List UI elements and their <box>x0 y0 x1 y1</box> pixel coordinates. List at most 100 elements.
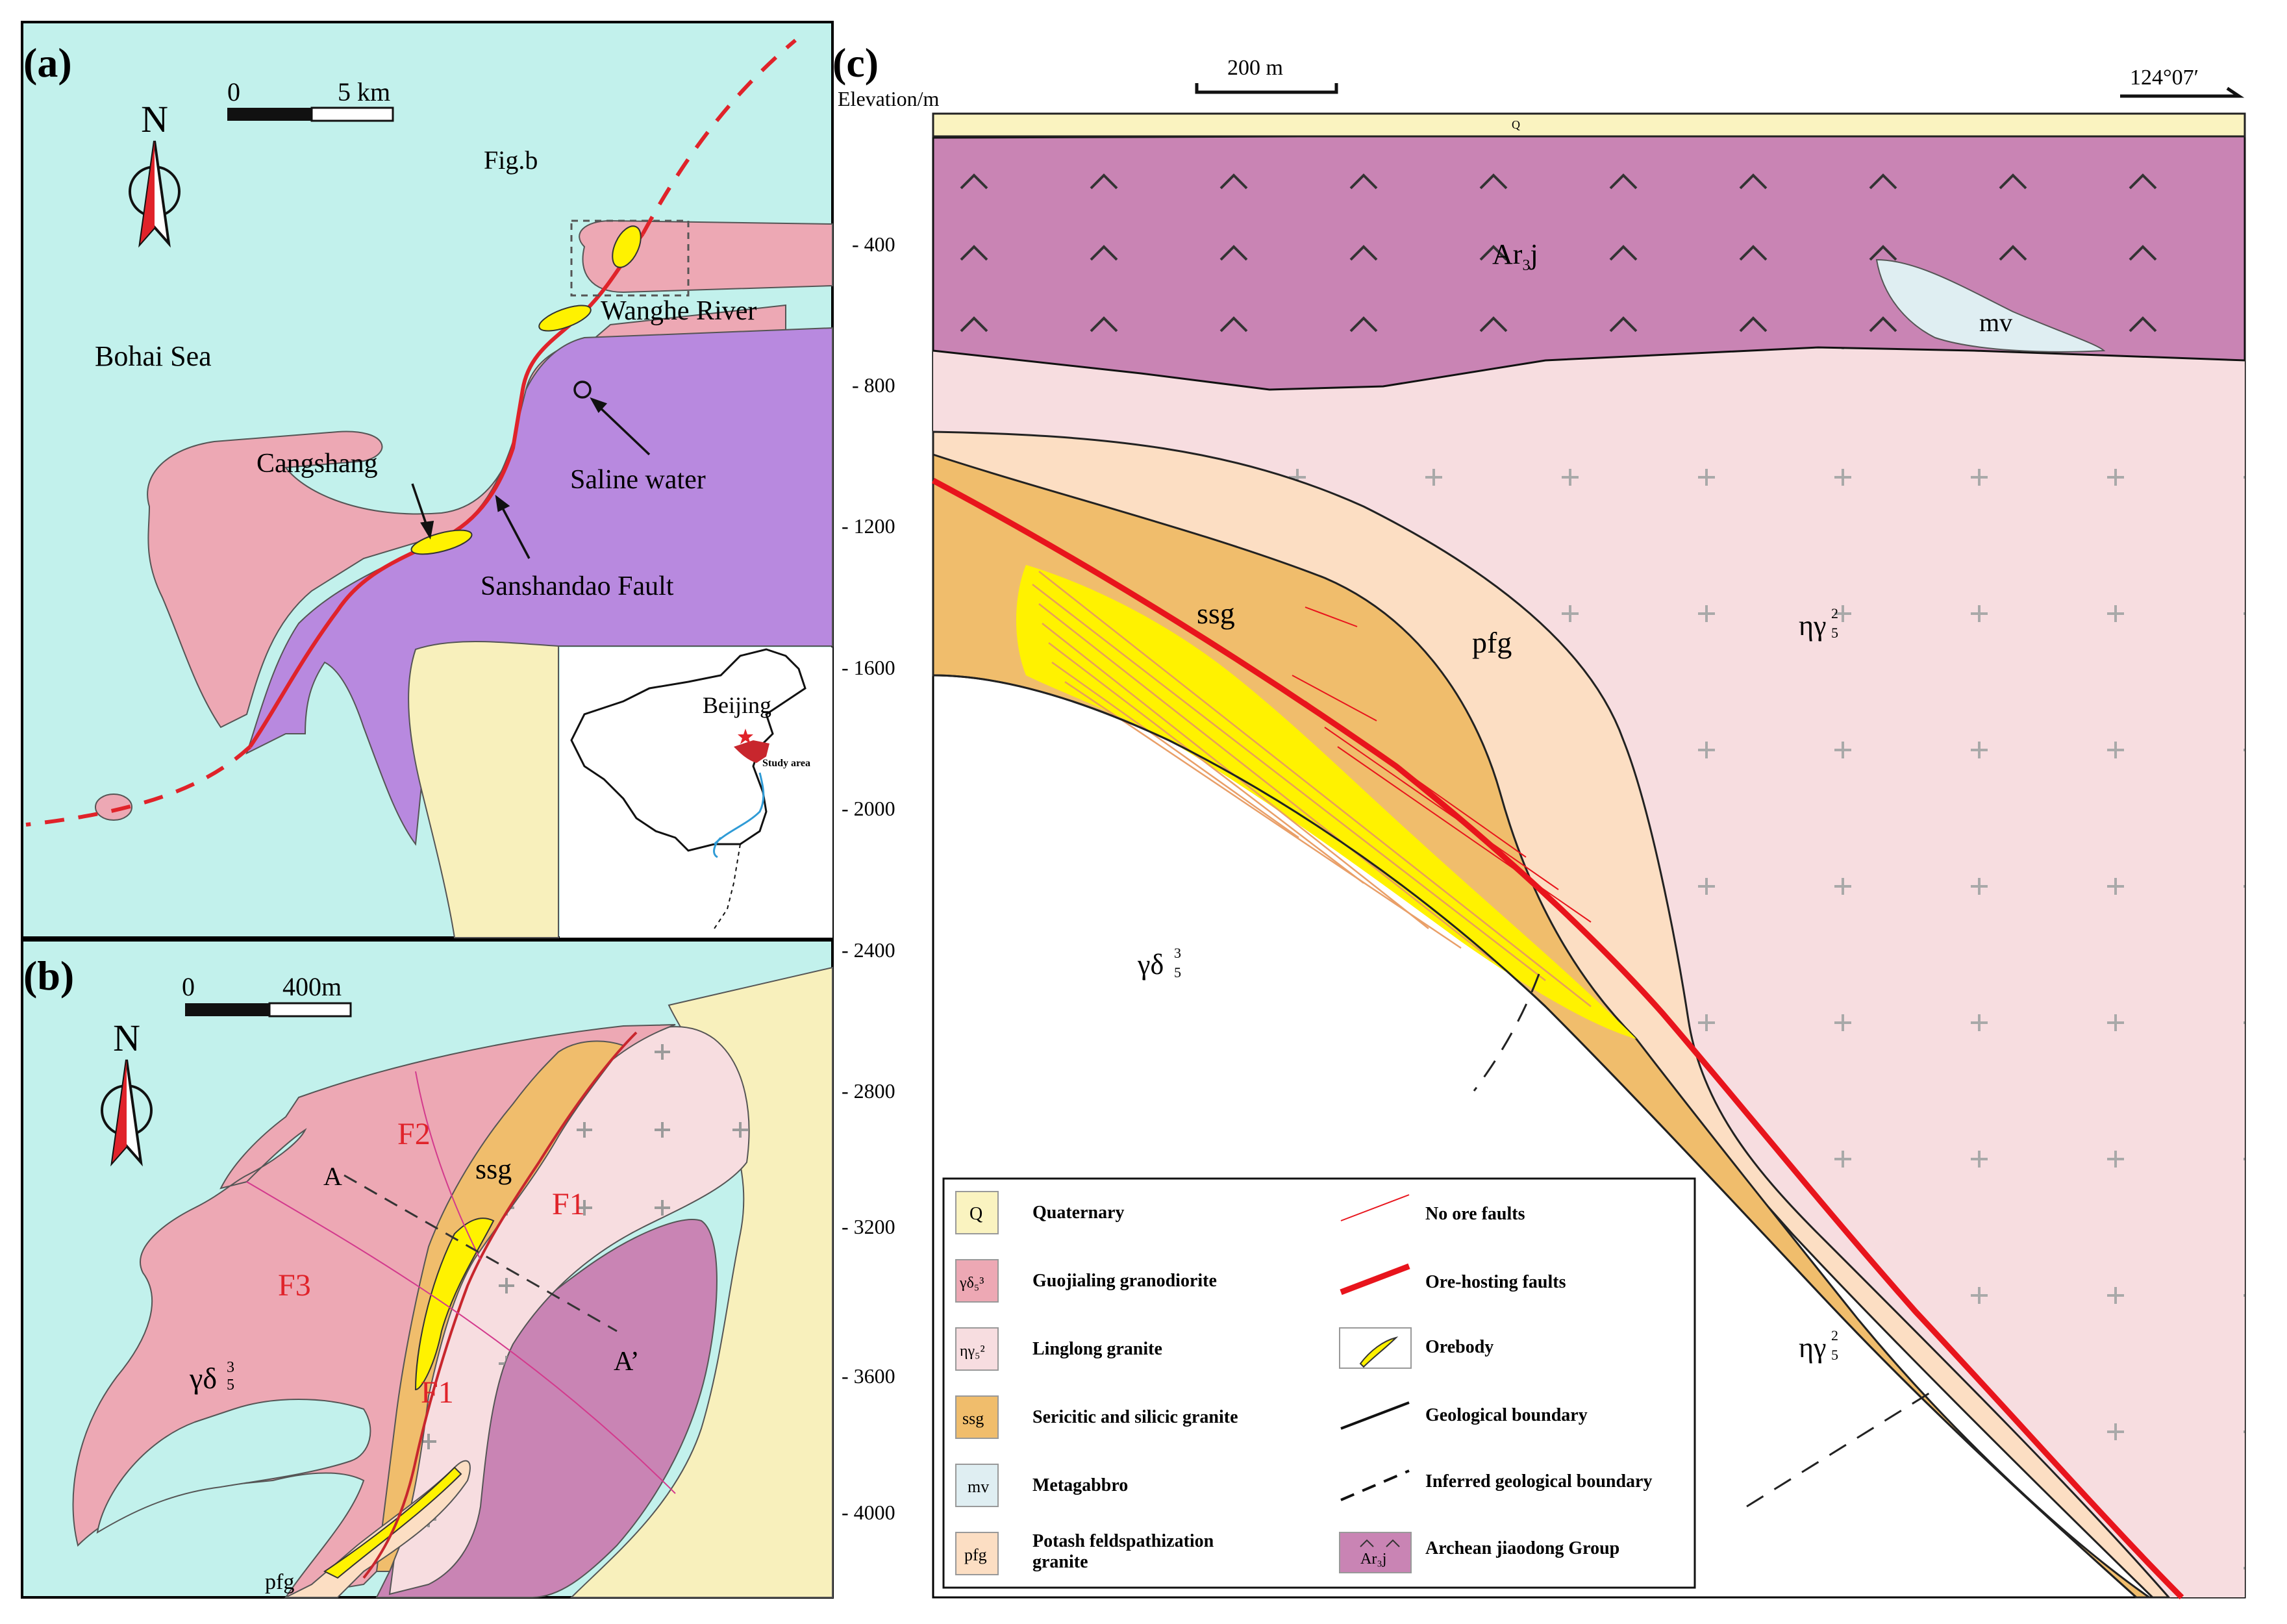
panel-c-granodiorite-label: γδ 3 5 <box>1137 945 1181 981</box>
legend-label-pfg: Potash feldspathization <box>1032 1531 1214 1551</box>
panel-c-pfg: pfg <box>1472 626 1512 659</box>
legend-symbol-pfg: pfg <box>964 1545 987 1564</box>
panel-a-fault-label: Sanshandao Fault <box>481 571 674 601</box>
elev-tick: - 1600 <box>842 656 895 679</box>
panel-b-f1-upper: F1 <box>552 1187 585 1221</box>
elev-tick: - 1200 <box>842 514 895 538</box>
legend-label-pfg-2: granite <box>1032 1552 1088 1572</box>
svg-text:5: 5 <box>1174 964 1181 981</box>
panel-a-north-peninsula <box>579 219 833 294</box>
panel-a-scale-zero: 0 <box>227 77 240 106</box>
panel-b-north-label: N <box>113 1017 140 1059</box>
panel-a-sea-label: Bohai Sea <box>95 340 212 372</box>
panel-b-pfg-label: pfg <box>265 1570 294 1594</box>
panel-b-bay <box>96 1399 371 1534</box>
panel-c-ssg: ssg <box>1197 597 1235 630</box>
legend-symbol-q: Q <box>969 1204 982 1224</box>
panel-c-linglong-label-upper: ηγ 2 5 <box>1799 605 1838 642</box>
svg-text:ηγ: ηγ <box>1799 1332 1826 1364</box>
panel-c-legend: Q γδ₅³ ηγ₅² ssg mv pfg Quaternary Guojia… <box>942 1177 1696 1589</box>
panel-a-scale-value: 5 km <box>338 77 390 106</box>
legend-label-inferred: Inferred geological boundary <box>1425 1471 1652 1492</box>
panel-a-islet <box>95 793 132 821</box>
panel-c-scale-bar <box>1195 83 1338 94</box>
svg-text:3: 3 <box>1174 945 1181 961</box>
elev-tick: - 2000 <box>842 797 895 820</box>
legend-label-ore-faults: Ore-hosting faults <box>1425 1272 1566 1292</box>
legend-label-archean: Archean jiaodong Group <box>1425 1538 1619 1558</box>
panel-b-scale-zero: 0 <box>182 972 195 1001</box>
panel-a-fig-b-ref: Fig.b <box>484 145 538 175</box>
panel-a-river-label: Wanghe River <box>601 296 756 326</box>
svg-text:γδ: γδ <box>1137 949 1164 981</box>
panel-c-longitude: 124°07′ <box>2130 66 2199 90</box>
panel-c: Elevation/m - 400 - 800 - 1200 - 1600 - … <box>832 40 2246 1600</box>
panel-a-saline-marker <box>573 381 592 399</box>
panel-c-arj: Ar3j <box>1492 238 1538 274</box>
panel-a-fig-b-box <box>570 219 690 297</box>
panel-b-section-line <box>344 1174 618 1332</box>
legend-label-granodiorite: Guojialing granodiorite <box>1032 1271 1217 1291</box>
legend-symbol-ng: ηγ₅² <box>960 1343 985 1360</box>
panel-b-orebody-main <box>414 1218 495 1391</box>
legend-label-metagabbro: Metagabbro <box>1032 1475 1128 1495</box>
legend-label-quaternary: Quaternary <box>1032 1203 1125 1223</box>
elev-tick: - 4000 <box>842 1501 895 1524</box>
svg-text:5: 5 <box>1831 1347 1838 1363</box>
panel-c-elevation-ticks: - 400 - 800 - 1200 - 1600 - 2000 - 2400 … <box>842 232 895 1524</box>
elev-tick: - 800 <box>852 373 895 397</box>
panel-b-rock-sub: 5 <box>227 1377 234 1393</box>
panel-b-f1-lower: F1 <box>421 1375 454 1410</box>
panel-a-arrows <box>411 397 651 559</box>
panel-c-ssg-base <box>932 674 2138 1599</box>
panel-a-north-arrow: N <box>129 98 181 248</box>
panel-b-scale-value: 400m <box>282 972 342 1001</box>
panel-a-orebody-north <box>612 225 642 268</box>
panel-a-inset-china: Beijing Study area <box>560 647 832 938</box>
panel-b-f2: F2 <box>397 1117 431 1151</box>
legend-symbol-arj: Ar₃j <box>1360 1551 1386 1568</box>
panel-b-pfg <box>285 1460 471 1598</box>
panel-c-mv: mv <box>1979 308 2012 337</box>
panel-b-rock-main: γδ <box>189 1362 217 1395</box>
legend-label-orebody: Orebody <box>1425 1337 1493 1357</box>
panel-c-label: (c) <box>832 40 879 86</box>
svg-text:ηγ: ηγ <box>1799 610 1826 642</box>
panel-b: 0 400m N (b) ssg pfg F1 F1 F2 F3 A A’ γδ… <box>21 939 834 1599</box>
panel-b-rock-sup: 3 <box>227 1359 234 1376</box>
panel-c-orebody <box>1016 565 1636 1039</box>
panel-a-north-label: N <box>141 98 168 140</box>
panel-b-ssg-label: ssg <box>475 1153 512 1185</box>
panel-b-section-a: A <box>323 1162 342 1191</box>
panel-a-quaternary <box>408 641 559 938</box>
panel-b-label: (b) <box>23 953 74 999</box>
panel-c-metagabbro <box>1875 258 2106 353</box>
panel-b-section-a-prime: A’ <box>614 1347 640 1377</box>
panel-b-orebody-south <box>323 1466 462 1579</box>
panel-b-north-arrow: N <box>101 1017 153 1167</box>
svg-text:2: 2 <box>1831 1327 1838 1343</box>
panel-c-quaternary <box>932 112 2246 138</box>
svg-text:2: 2 <box>1831 605 1838 621</box>
legend-label-linglong: Linglong granite <box>1032 1339 1162 1359</box>
legend-symbol-ssg: ssg <box>962 1409 984 1428</box>
elev-tick: - 3200 <box>842 1215 895 1238</box>
legend-label-geo-boundary: Geological boundary <box>1425 1405 1588 1425</box>
legend-label-no-ore-faults: No ore faults <box>1425 1204 1525 1224</box>
panel-b-fault-f1 <box>362 1031 638 1579</box>
panel-c-q: Q <box>1512 118 1520 131</box>
panel-c-longitude-arrow <box>2120 86 2245 98</box>
elev-tick: - 3600 <box>842 1364 895 1388</box>
panel-a-fault-dashed-ne <box>641 38 797 235</box>
legend-symbol-gd: γδ₅³ <box>959 1275 984 1292</box>
panel-a-saline-label: Saline water <box>570 465 706 495</box>
panel-a-orebody-wanghe <box>538 305 592 332</box>
legend-label-ssg: Sericitic and silicic granite <box>1032 1407 1238 1427</box>
panel-c-ore-fault <box>931 478 2184 1600</box>
panel-a-cangshang-label: Cangshang <box>256 449 378 479</box>
panel-a-inset-city: Beijing <box>703 692 771 718</box>
elev-tick: - 2800 <box>842 1079 895 1103</box>
panel-b-scale-bar: 0 400m <box>182 972 352 1018</box>
panel-c-scale-value: 200 m <box>1227 56 1283 80</box>
